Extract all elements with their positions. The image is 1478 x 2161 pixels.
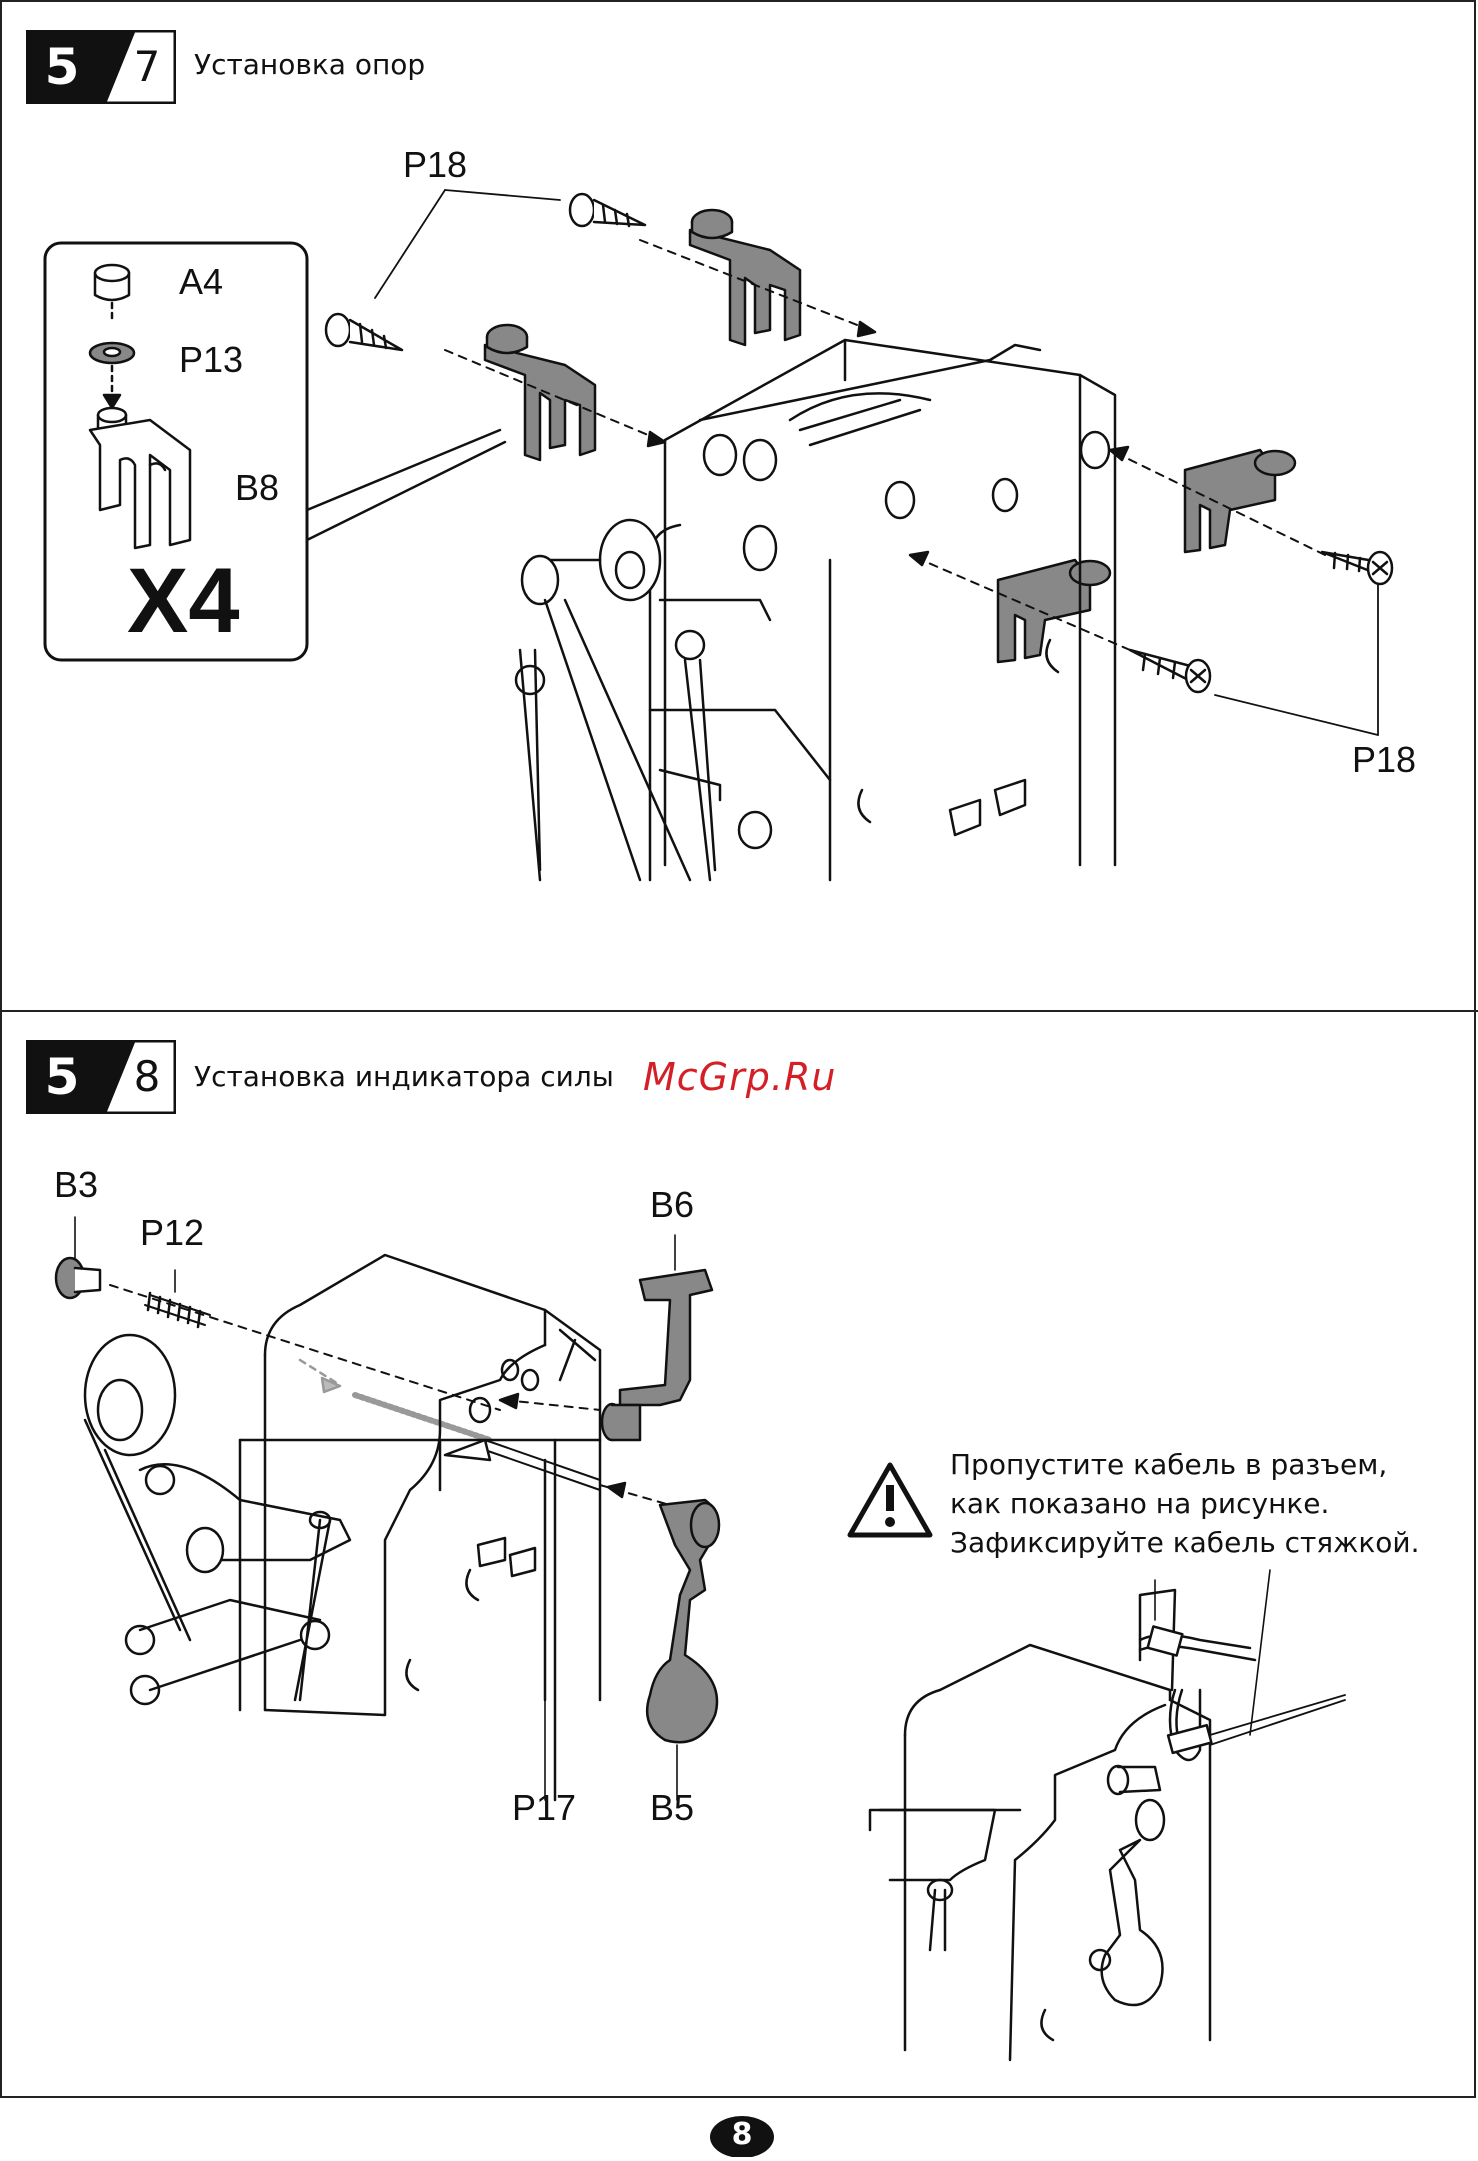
warning-line-2: как показано на рисунке. (950, 1484, 1420, 1523)
page-number-text: 8 (712, 2117, 772, 2157)
label-b5: B5 (650, 1790, 694, 1826)
label-b6: B6 (650, 1187, 694, 1223)
warning-text: Пропустите кабель в разъем, как показано… (950, 1445, 1420, 1562)
part-b5-drawing (647, 1500, 719, 1742)
label-p12: P12 (140, 1215, 204, 1251)
part-b6-drawing (602, 1270, 712, 1440)
warning-line-3: Зафиксируйте кабель стяжкой. (950, 1523, 1420, 1562)
label-b3: B3 (54, 1167, 98, 1203)
warning-triangle-icon (850, 1465, 930, 1535)
page-number: 8 (712, 2117, 772, 2161)
label-p17: P17 (512, 1790, 576, 1826)
step8-machine-body (85, 1255, 600, 1800)
cable-detail-drawing (870, 1570, 1345, 2060)
warning-line-1: Пропустите кабель в разъем, (950, 1445, 1420, 1484)
part-b3-drawing (56, 1217, 100, 1298)
